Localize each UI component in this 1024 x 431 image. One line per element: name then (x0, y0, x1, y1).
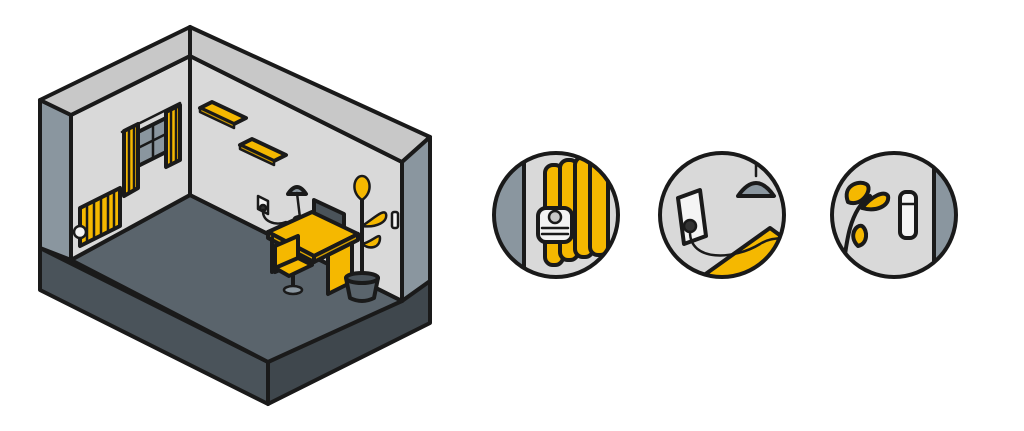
smart-plug (256, 194, 288, 225)
radiator (72, 186, 122, 248)
curtain-left (122, 122, 140, 198)
door-window-sensor-icon (830, 151, 958, 279)
room-icon (38, 25, 432, 406)
curtain-right (164, 103, 182, 169)
shelf-lower (238, 137, 288, 167)
chair (273, 234, 314, 296)
plant (344, 174, 388, 303)
door-sensor (390, 210, 400, 230)
shelf-upper (198, 100, 248, 130)
smart-plug-icon (658, 151, 786, 279)
thermostat-icon (72, 224, 88, 240)
radiator-thermostat-icon (492, 151, 620, 279)
right-wall (400, 135, 432, 303)
